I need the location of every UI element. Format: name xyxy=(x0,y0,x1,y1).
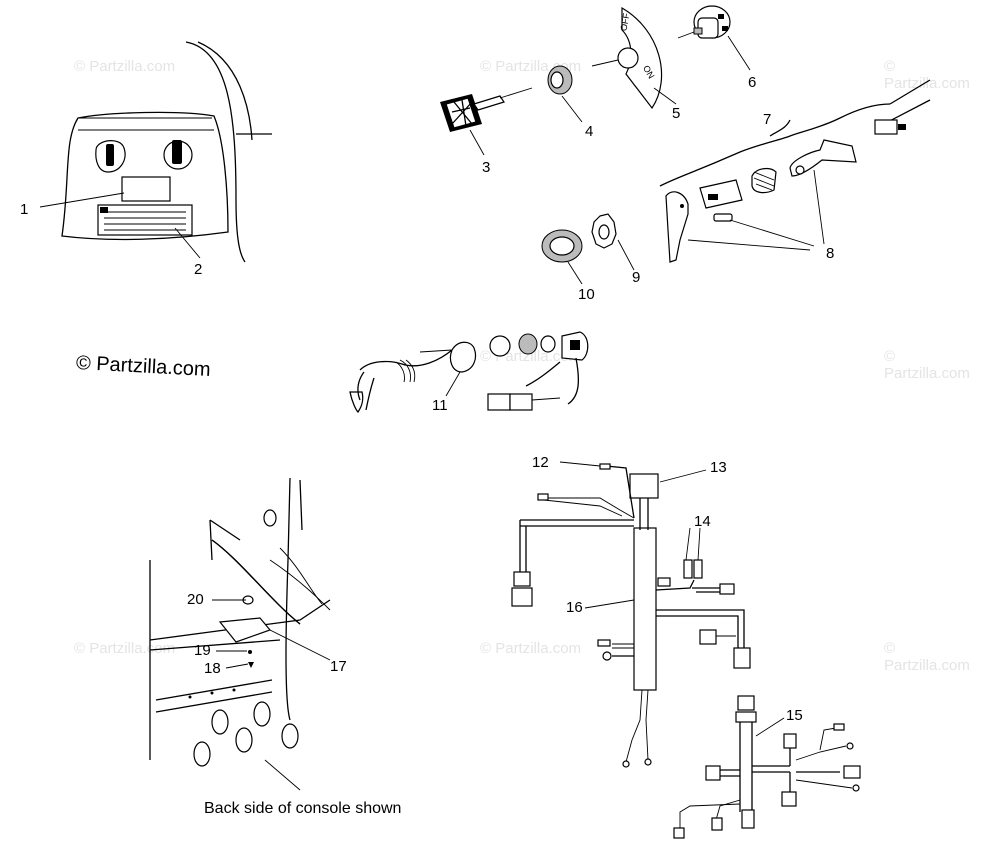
callout-16: 16 xyxy=(566,599,583,616)
callout-10: 10 xyxy=(578,286,595,303)
callout-8: 8 xyxy=(826,245,835,262)
callout-7: 7 xyxy=(763,111,772,128)
callout-11: 11 xyxy=(432,397,448,414)
callout-5: 5 xyxy=(672,105,681,122)
watermark: © Partzilla.com xyxy=(480,640,582,657)
off-marking: OFF xyxy=(618,12,632,32)
watermark: © Partzilla.com xyxy=(884,348,970,382)
tether-switch-drawing xyxy=(349,331,589,414)
callout-17: 17 xyxy=(330,658,347,675)
callout-19: 19 xyxy=(194,642,211,659)
callout-18: 18 xyxy=(204,660,221,677)
switch-parts-drawing xyxy=(440,5,751,156)
callout-6: 6 xyxy=(748,74,757,91)
callout-15: 15 xyxy=(786,707,803,724)
callout-12: 12 xyxy=(532,454,549,471)
callout-4: 4 xyxy=(585,123,594,140)
main-harness-drawing xyxy=(511,461,751,768)
callout-13: 13 xyxy=(710,459,727,476)
watermark: © Partzilla.com xyxy=(884,58,970,92)
callout-20: 20 xyxy=(187,591,204,608)
washer-nut-drawing xyxy=(541,213,635,285)
callout-14: 14 xyxy=(694,513,711,530)
callout-3: 3 xyxy=(482,159,491,176)
sub-harness-drawing xyxy=(673,695,861,839)
console-caption: Back side of console shown xyxy=(204,800,402,817)
callout-2: 2 xyxy=(194,261,203,278)
watermark: © Partzilla.com xyxy=(884,640,970,674)
console-back-drawing xyxy=(149,477,331,791)
kill-switch-drawing xyxy=(659,79,931,263)
watermark: © Partzilla.com xyxy=(74,58,176,75)
console-front-drawing xyxy=(39,41,272,263)
callout-1: 1 xyxy=(20,201,29,218)
callout-9: 9 xyxy=(632,269,641,286)
